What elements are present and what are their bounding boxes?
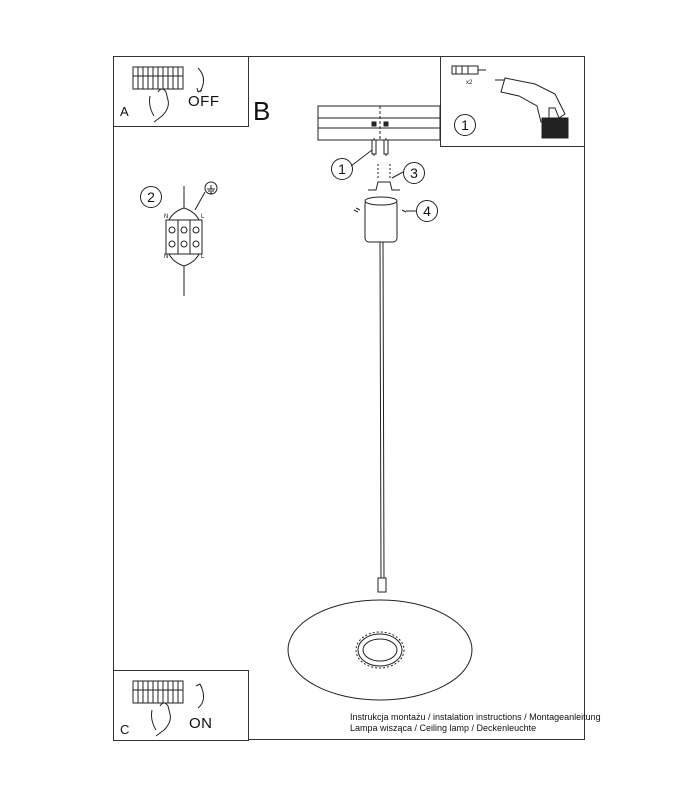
document-caption: Instrukcja montażu / instalation instruc… (350, 712, 601, 734)
callout-screw-1: 1 (331, 158, 353, 180)
breaker-on-illustration (132, 680, 204, 737)
callout-nut-4: 4 (416, 200, 438, 222)
panel-a-letter: A (120, 104, 129, 119)
callout-wiring-2: 2 (140, 186, 162, 208)
lamp-disc-shade (287, 599, 473, 701)
callout-bracket-3: 3 (403, 162, 425, 184)
drill-illustration (451, 65, 569, 139)
instruction-sheet-frame (113, 56, 585, 740)
caption-line-1: Instrukcja montażu / instalation instruc… (350, 712, 601, 722)
terminal-n-bottom: N (164, 254, 169, 260)
breaker-off-illustration (132, 66, 204, 123)
power-on-label: ON (189, 715, 213, 732)
ceiling-canopy (353, 196, 416, 243)
mounting-bracket (368, 164, 404, 191)
terminal-l-top: L (201, 214, 205, 220)
ceiling-illustration (317, 105, 441, 141)
quantity-label: x2 (466, 80, 473, 86)
caption-line-2: Lampa wisząca / Ceiling lamp / Deckenleu… (350, 723, 537, 733)
power-off-label: OFF (188, 93, 220, 110)
terminal-n-top: N (164, 214, 169, 220)
panel-c-letter: C (120, 722, 130, 737)
callout-tools-1: 1 (454, 114, 476, 136)
terminal-l-bottom: L (201, 254, 205, 260)
wiring-diagram (165, 181, 218, 296)
screws-illustration (350, 138, 389, 167)
step-b-label: B (253, 96, 271, 126)
pendant-cable (377, 241, 387, 593)
